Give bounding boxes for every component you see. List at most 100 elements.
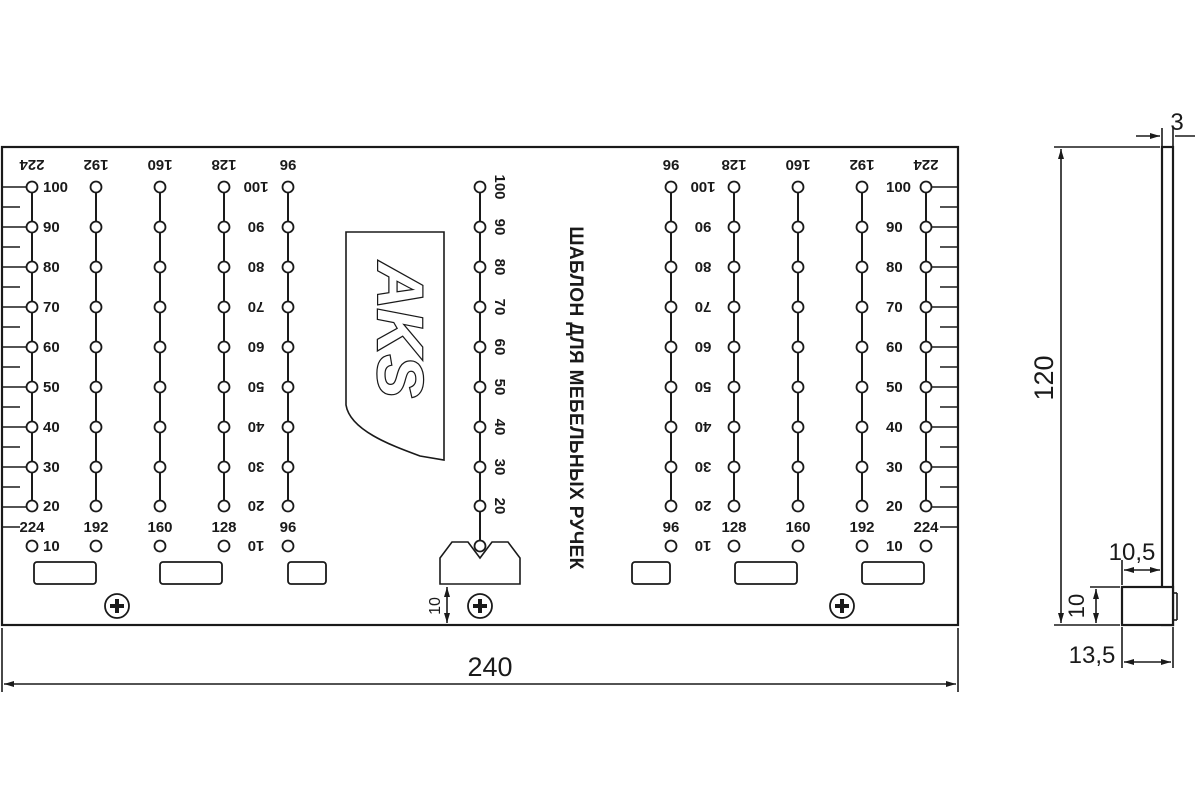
- drill-hole: [217, 539, 231, 553]
- scale-label: 90: [43, 219, 60, 236]
- drill-hole: [217, 460, 231, 474]
- drill-hole: [25, 220, 39, 234]
- column-top-label: 160: [147, 156, 172, 173]
- drill-hole: [25, 420, 39, 434]
- drill-hole: [153, 499, 167, 513]
- scale-label: 70: [695, 298, 712, 315]
- drill-hole: [919, 340, 933, 354]
- drill-hole: [473, 340, 487, 354]
- scale-label: 40: [43, 419, 60, 436]
- center-scale-label: 60: [491, 339, 508, 356]
- scale-label: 20: [695, 497, 712, 514]
- aks-logo: AKS: [345, 231, 445, 461]
- drill-hole: [855, 499, 869, 513]
- column-bottom-label: 192: [849, 519, 874, 536]
- drill-hole: [855, 260, 869, 274]
- drill-hole: [217, 380, 231, 394]
- drill-hole: [153, 460, 167, 474]
- drill-hole: [855, 180, 869, 194]
- step-width-value: 10,5: [1109, 539, 1156, 566]
- drill-hole: [281, 499, 295, 513]
- drill-hole: [153, 539, 167, 553]
- column-top-label: 224: [913, 156, 939, 173]
- column-top-label: 224: [19, 156, 45, 173]
- drill-hole: [89, 220, 103, 234]
- screw-icon: [467, 593, 493, 619]
- drill-hole: [281, 340, 295, 354]
- width-value: 240: [467, 652, 512, 682]
- notch-height-dimension: 10: [427, 587, 450, 623]
- drill-hole: [473, 260, 487, 274]
- scale-label: 10: [248, 537, 265, 554]
- scale-label: 90: [248, 218, 265, 235]
- drill-hole: [791, 300, 805, 314]
- hole-columns: 2242241921921601601281289696969612812816…: [19, 156, 939, 555]
- scale-label: 100: [243, 178, 268, 195]
- drill-hole: [791, 499, 805, 513]
- drill-hole: [153, 420, 167, 434]
- center-notch-block: [439, 541, 521, 585]
- drill-hole: [791, 340, 805, 354]
- drill-hole: [89, 260, 103, 274]
- drill-hole: [89, 539, 103, 553]
- center-scale-label: 40: [491, 419, 508, 436]
- drill-hole: [919, 260, 933, 274]
- drill-hole: [855, 420, 869, 434]
- drill-hole: [919, 180, 933, 194]
- drill-hole: [664, 220, 678, 234]
- drill-hole: [919, 300, 933, 314]
- drill-hole: [727, 539, 741, 553]
- drill-hole: [855, 340, 869, 354]
- drill-hole: [664, 300, 678, 314]
- drill-hole: [791, 380, 805, 394]
- drill-hole: [25, 260, 39, 274]
- drill-hole: [281, 380, 295, 394]
- scale-label: 80: [886, 259, 903, 276]
- drill-hole: [25, 460, 39, 474]
- hole-column-192: 192 192: [849, 156, 875, 553]
- drill-hole: [281, 260, 295, 274]
- scale-label: 20: [248, 497, 265, 514]
- drill-hole: [25, 380, 39, 394]
- thickness-value: 3: [1170, 109, 1183, 136]
- column-top-label: 128: [721, 156, 746, 173]
- drill-hole: [664, 420, 678, 434]
- scale-label: 30: [43, 459, 60, 476]
- drill-hole: [473, 460, 487, 474]
- drill-hole: [217, 260, 231, 274]
- slot-6: [861, 561, 925, 585]
- drill-hole: [791, 460, 805, 474]
- column-top-label: 192: [849, 156, 874, 173]
- scale-label: 10: [886, 538, 903, 555]
- drill-hole: [89, 300, 103, 314]
- drill-hole: [281, 220, 295, 234]
- slot-4: [631, 561, 671, 585]
- drill-hole: [855, 300, 869, 314]
- drill-hole: [664, 380, 678, 394]
- drill-hole: [919, 499, 933, 513]
- slot-1: [33, 561, 97, 585]
- side-view: 3 120 10,5 10 13,5: [1029, 109, 1195, 669]
- scale-label: 10: [695, 537, 712, 554]
- center-scale-label: 50: [491, 379, 508, 396]
- step-height-value: 10: [1064, 594, 1089, 618]
- drill-hole: [473, 300, 487, 314]
- scale-label: 100: [886, 179, 911, 196]
- drill-hole: [855, 460, 869, 474]
- drill-hole: [25, 499, 39, 513]
- drill-hole: [25, 180, 39, 194]
- screw-icon: [829, 593, 855, 619]
- drill-hole: [217, 300, 231, 314]
- drill-hole: [664, 499, 678, 513]
- left-edge-ruler: [2, 186, 30, 528]
- slot-2: [159, 561, 223, 585]
- scale-label: 50: [248, 378, 265, 395]
- drill-hole: [473, 539, 487, 553]
- column-top-label: 96: [280, 156, 297, 173]
- drill-hole: [281, 300, 295, 314]
- scale-label: 70: [43, 299, 60, 316]
